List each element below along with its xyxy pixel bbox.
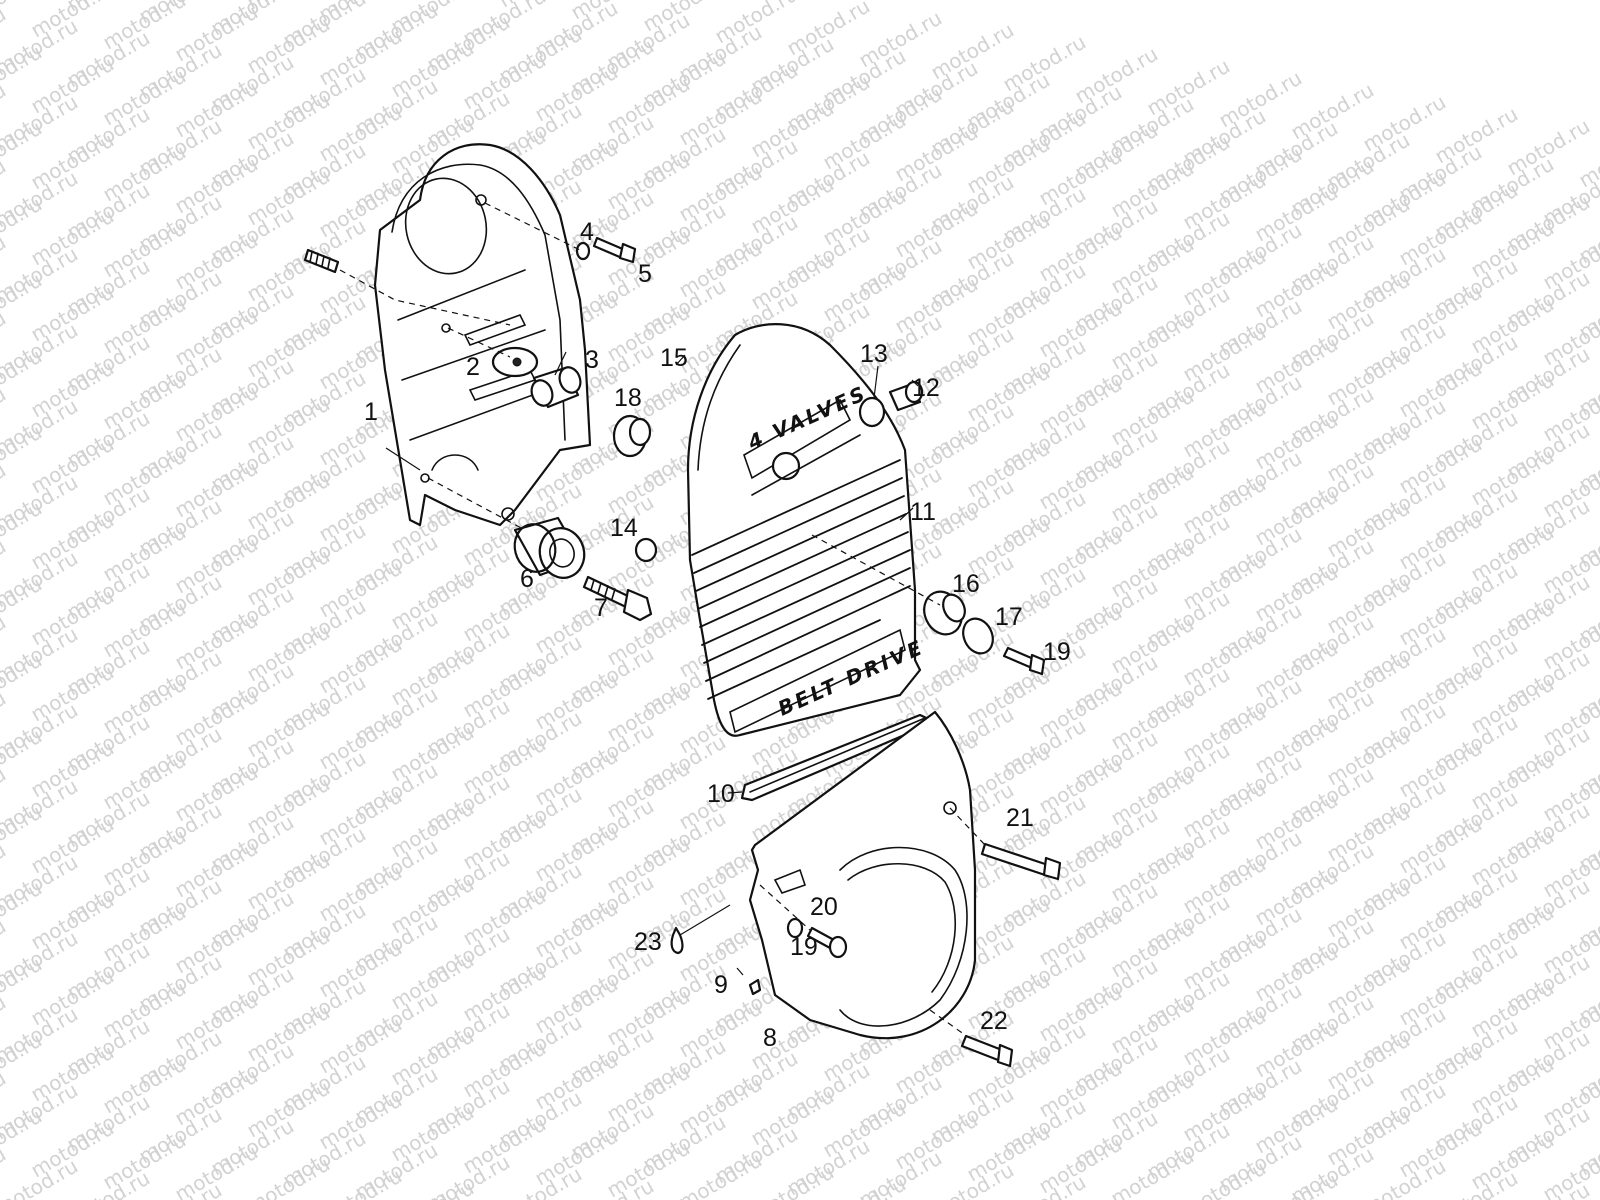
label-part-19-upper: 19 (1043, 638, 1071, 666)
label-part-8: 8 (763, 1024, 777, 1052)
bolt-22 (960, 1034, 1014, 1068)
tensioner-roller-6 (513, 516, 586, 579)
seal-strip-10 (740, 713, 937, 802)
lower-timing-cover (748, 710, 977, 1040)
label-part-6: 6 (520, 565, 534, 593)
label-part-2: 2 (466, 353, 480, 381)
o-ring-13 (858, 396, 886, 428)
stud (303, 248, 340, 274)
label-part-1: 1 (364, 398, 378, 426)
label-part-12: 12 (912, 374, 940, 402)
callout-labels: 1 2 3 4 5 6 7 8 9 10 11 12 13 14 15 16 1… (364, 218, 1071, 1052)
label-part-14: 14 (610, 514, 638, 542)
leader-lines (339, 202, 986, 1036)
washer-17 (962, 617, 994, 655)
upper-timing-cover: 4 VALVES BELT DRIVE (686, 323, 928, 737)
label-part-11: 11 (910, 498, 936, 526)
label-part-9: 9 (714, 971, 728, 999)
pin-23 (670, 926, 684, 955)
bolt-19-upper (1002, 646, 1046, 676)
label-part-16: 16 (952, 570, 980, 598)
label-part-7: 7 (594, 594, 608, 622)
clip-9 (748, 978, 762, 996)
label-part-3: 3 (585, 346, 599, 374)
label-part-4: 4 (580, 218, 594, 246)
hex-bolt-7 (582, 575, 653, 622)
label-part-18: 18 (614, 384, 642, 412)
label-part-5: 5 (638, 260, 652, 288)
label-part-17: 17 (995, 603, 1023, 631)
label-part-13: 13 (860, 340, 888, 368)
label-part-10: 10 (707, 780, 735, 808)
label-part-15: 15 (660, 344, 688, 372)
label-part-19-lower: 19 (790, 933, 818, 961)
rear-timing-plate (373, 143, 592, 527)
washer-14 (634, 537, 658, 563)
grommet-18 (612, 414, 652, 458)
washer-4 (575, 241, 591, 261)
plug-12 (888, 380, 924, 412)
grommet-16 (923, 590, 966, 636)
label-part-23: 23 (634, 928, 662, 956)
spacer-3 (530, 366, 582, 409)
long-bolt-21 (980, 842, 1062, 881)
label-part-20: 20 (810, 893, 838, 921)
washer-20 (786, 917, 804, 939)
label-part-21: 21 (1006, 804, 1034, 832)
label-part-22: 22 (980, 1007, 1008, 1035)
bolt-19-lower (806, 926, 848, 959)
bolt-5 (592, 236, 637, 264)
